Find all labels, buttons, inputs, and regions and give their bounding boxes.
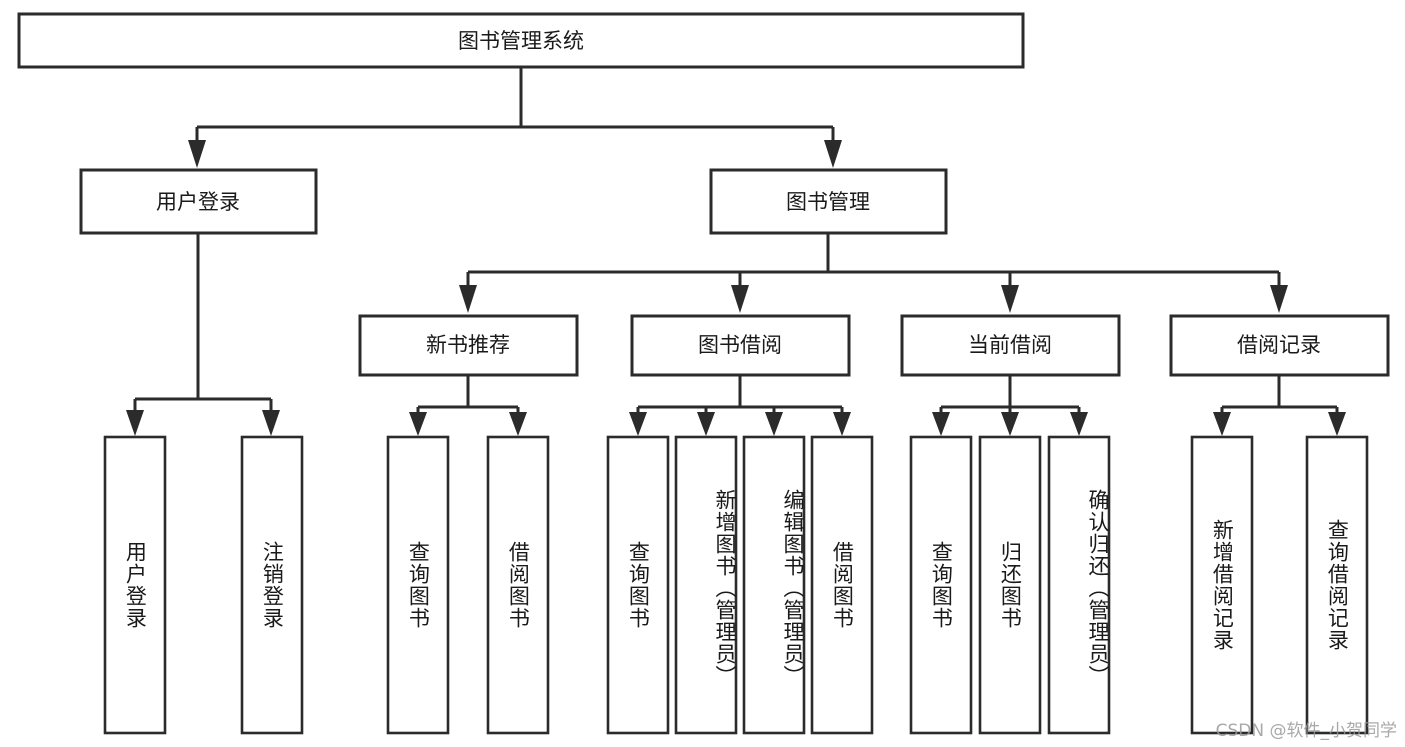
arrow-head-icon <box>1270 285 1288 313</box>
node-user-login-box <box>79 168 318 235</box>
leaf-box-return-book[interactable] <box>978 435 1042 735</box>
node-book-management-label: 图书管理 <box>786 190 870 214</box>
arrow-head-icon <box>409 412 427 436</box>
node-user-login-label: 用户登录 <box>156 190 240 214</box>
arrow-head-icon <box>833 412 851 436</box>
arrow-head-icon <box>765 412 783 436</box>
leaf-box-user-login[interactable] <box>103 435 167 735</box>
node-book-management[interactable]: 图书管理 <box>709 168 948 235</box>
arrow-head-icon <box>509 412 527 436</box>
node-borrow-record[interactable]: 借阅记录 <box>1169 314 1390 377</box>
node-new-book-recommend-label: 新书推荐 <box>426 333 510 357</box>
arrow-head-icon <box>1001 412 1019 436</box>
leaf-box-query-book-rec[interactable] <box>386 435 450 735</box>
leaf-box-add-book-admin[interactable] <box>674 435 738 735</box>
node-root-box <box>17 12 1025 69</box>
arrow-head-icon <box>262 410 280 436</box>
node-user-login[interactable]: 用户登录 <box>79 168 318 235</box>
leaf-box-add-borrow-record[interactable] <box>1190 435 1254 735</box>
leaf-box-logout-login[interactable] <box>240 435 304 735</box>
node-current-borrow[interactable]: 当前借阅 <box>900 314 1121 377</box>
arrow-head-icon <box>731 285 749 313</box>
arrow-head-icon <box>1213 412 1231 436</box>
node-root[interactable]: 图书管理系统 <box>17 12 1025 69</box>
arrow-head-icon <box>932 412 950 436</box>
connector-borrow-record-to-leaves <box>1213 375 1346 436</box>
arrow-head-icon <box>629 412 647 436</box>
arrow-head-icon <box>459 285 477 313</box>
leaf-box-edit-book-admin[interactable] <box>742 435 806 735</box>
node-new-book-recommend[interactable]: 新书推荐 <box>358 314 579 377</box>
leaf-box-borrow-book-rec[interactable] <box>486 435 550 735</box>
leaf-box-query-book-borrow[interactable] <box>606 435 670 735</box>
connector-current-borrow-to-leaves <box>932 375 1088 436</box>
connector-root-to-level2 <box>188 67 842 168</box>
arrow-head-icon <box>188 140 206 168</box>
node-root-label: 图书管理系统 <box>458 29 584 53</box>
watermark-text: CSDN @软件_小贺同学 <box>1215 721 1397 741</box>
arrow-head-icon <box>824 140 842 168</box>
arrow-head-icon <box>126 410 144 436</box>
node-current-borrow-box <box>900 314 1121 377</box>
node-current-borrow-label: 当前借阅 <box>968 333 1052 357</box>
leaf-box-query-borrow-record[interactable] <box>1305 435 1369 735</box>
leaf-box-confirm-return-admin[interactable] <box>1047 435 1111 735</box>
node-new-book-recommend-box <box>358 314 579 377</box>
connector-new-book-recommend-to-leaves <box>409 375 527 436</box>
leaf-box-borrow-book[interactable] <box>810 435 874 735</box>
arrow-head-icon <box>1328 412 1346 436</box>
node-borrow-record-label: 借阅记录 <box>1237 333 1321 357</box>
arrow-head-icon <box>1001 285 1019 313</box>
node-book-borrow[interactable]: 图书借阅 <box>630 314 851 377</box>
connector-book-management-to-level3 <box>459 233 1288 313</box>
arrow-head-icon <box>1070 412 1088 436</box>
node-book-borrow-label: 图书借阅 <box>698 333 782 357</box>
connector-book-borrow-to-leaves <box>629 375 851 436</box>
arrow-head-icon <box>697 412 715 436</box>
connector-user-login-to-leaves <box>126 233 280 436</box>
leaf-box-query-book-current[interactable] <box>909 435 973 735</box>
